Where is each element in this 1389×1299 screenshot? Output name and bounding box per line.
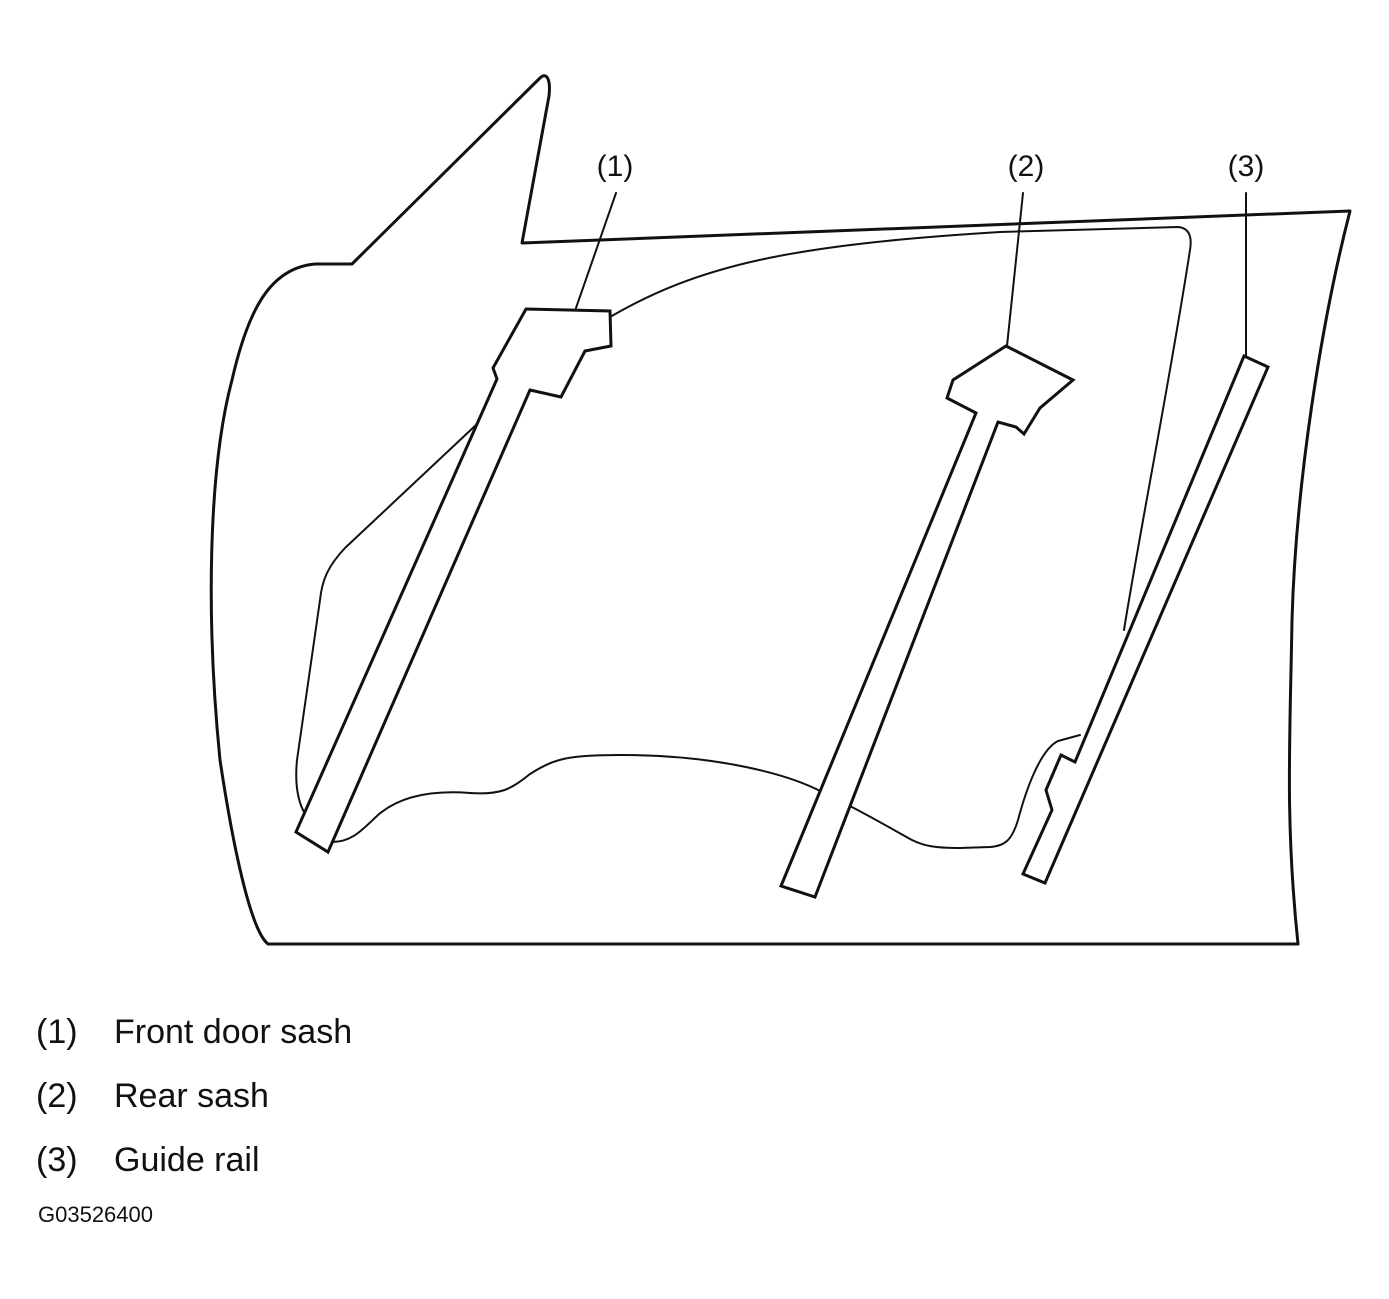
callout-number-3: (3) — [1228, 150, 1265, 183]
front-door-sash[interactable] — [294, 307, 613, 855]
figure-id: G03526400 — [38, 1202, 153, 1227]
door-glass-sash-diagram: (1) (2) (3) — [209, 74, 1352, 946]
rear-sash[interactable] — [778, 344, 1076, 899]
legend-number: (1) — [36, 1013, 78, 1051]
legend-item: (2) Rear sash — [36, 1072, 352, 1136]
legend: (1) Front door sash (2) Rear sash (3) Gu… — [36, 1008, 352, 1200]
window-glass-outline — [609, 226, 1192, 631]
legend-number: (2) — [36, 1077, 78, 1115]
legend-label: Rear sash — [114, 1077, 269, 1115]
legend-item: (3) Guide rail — [36, 1136, 352, 1200]
legend-item: (1) Front door sash — [36, 1008, 352, 1072]
callout-leader-1 — [575, 192, 617, 309]
legend-label: Guide rail — [114, 1141, 260, 1179]
glass-front-edge — [295, 424, 477, 821]
legend-number: (3) — [36, 1141, 78, 1179]
callout-number-1: (1) — [597, 150, 634, 183]
callout-leader-2 — [1006, 192, 1024, 347]
callout-number-2: (2) — [1008, 150, 1045, 183]
guide-rail[interactable] — [1020, 353, 1270, 885]
glass-bottom-edge — [331, 734, 1081, 849]
door-panel-outline — [209, 74, 1352, 946]
legend-label: Front door sash — [114, 1013, 353, 1051]
